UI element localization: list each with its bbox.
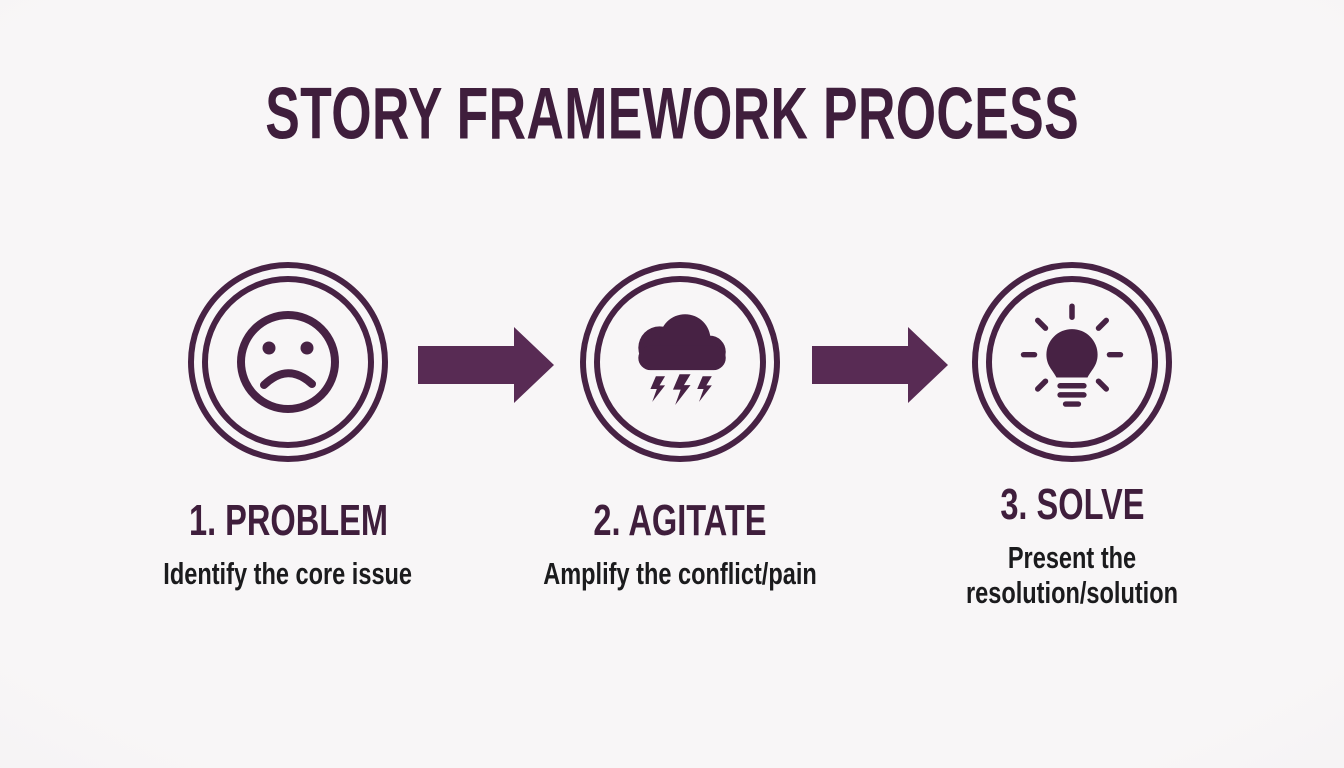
step-circle-solve bbox=[972, 262, 1172, 462]
arrow-right-icon bbox=[812, 327, 948, 403]
step-label-solve: 3. SOLVE Present the resolution/solution bbox=[852, 480, 1292, 611]
step-circle-problem bbox=[188, 262, 388, 462]
sad-face-icon bbox=[237, 311, 339, 413]
step-description: Present the resolution/solution bbox=[965, 540, 1179, 610]
lightbulb-icon bbox=[1020, 303, 1124, 407]
arrow-right-icon bbox=[418, 327, 554, 403]
storm-cloud-lightning-icon bbox=[638, 314, 726, 405]
step-circle-problem-inner-ring bbox=[202, 276, 374, 448]
step-title: 3. SOLVE bbox=[999, 480, 1145, 529]
step-circle-solve-inner-ring bbox=[986, 276, 1158, 448]
step-description: Identify the core issue bbox=[163, 556, 413, 592]
page-title: STORY FRAMEWORK PROCESS bbox=[0, 73, 1344, 155]
step-title: 1. PROBLEM bbox=[188, 496, 388, 545]
step-label-agitate: 2. AGITATE Amplify the conflict/pain bbox=[460, 496, 900, 592]
step-description: Amplify the conflict/pain bbox=[543, 556, 817, 592]
step-title: 2. AGITATE bbox=[593, 496, 767, 545]
step-circle-agitate bbox=[580, 262, 780, 462]
step-circle-agitate-inner-ring bbox=[594, 276, 766, 448]
step-label-problem: 1. PROBLEM Identify the core issue bbox=[68, 496, 508, 592]
page-title-text: STORY FRAMEWORK PROCESS bbox=[265, 73, 1079, 155]
